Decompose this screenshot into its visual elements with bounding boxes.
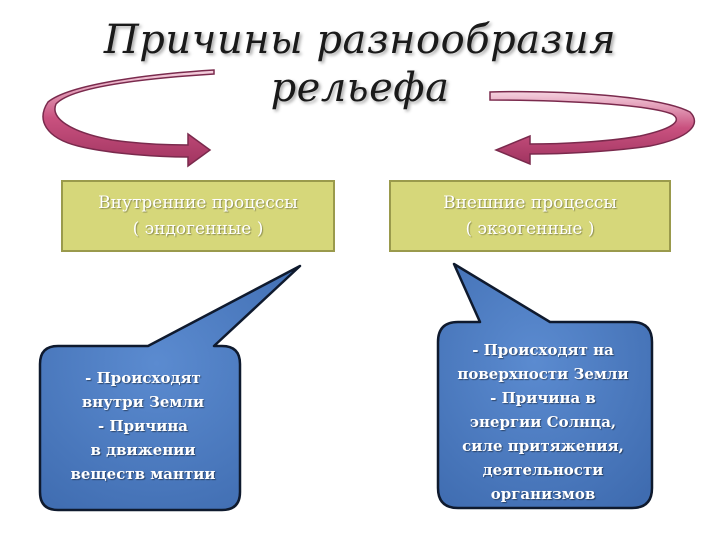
exogenous-description-line: энергии Солнца,: [469, 413, 617, 431]
exogenous-description-line: организмов: [490, 485, 596, 503]
endogenous-title: Внутренние процессы: [98, 193, 298, 213]
endogenous-description-line: - Происходят: [85, 369, 201, 387]
exogenous-description-line: силе притяжения,: [462, 437, 624, 455]
exogenous-description: - Происходят на поверхности Земли - Прич…: [443, 338, 643, 506]
title-line-1: Причины разнообразия: [103, 17, 617, 63]
exogenous-title: Внешние процессы: [443, 193, 617, 213]
left-callout-bubble: [38, 264, 302, 512]
right-curved-arrow: [489, 90, 696, 166]
endogenous-description: - Происходят внутри Земли - Причина в дв…: [48, 366, 238, 486]
left-curved-arrow: [42, 69, 215, 168]
exogenous-description-line: - Происходят на: [472, 341, 614, 359]
endogenous-description-line: в движении: [90, 441, 196, 459]
slide-title: Причины разнообразия рельефа: [0, 16, 720, 112]
endogenous-description-line: внутри Земли: [81, 393, 205, 411]
endogenous-description-line: веществ мантии: [70, 465, 216, 483]
exogenous-description-line: - Причина в: [490, 389, 596, 407]
right-callout-bubble: [436, 262, 654, 510]
endogenous-description-line: - Причина: [97, 417, 189, 435]
exogenous-subtitle: ( экзогенные ): [465, 219, 595, 239]
exogenous-description-line: поверхности Земли: [457, 365, 629, 383]
exogenous-processes-box: Внешние процессы ( экзогенные ): [389, 180, 671, 252]
exogenous-description-line: деятельности: [482, 461, 604, 479]
endogenous-subtitle: ( эндогенные ): [132, 219, 264, 239]
endogenous-processes-box: Внутренние процессы ( эндогенные ): [61, 180, 335, 252]
title-line-2: рельефа: [270, 65, 450, 111]
